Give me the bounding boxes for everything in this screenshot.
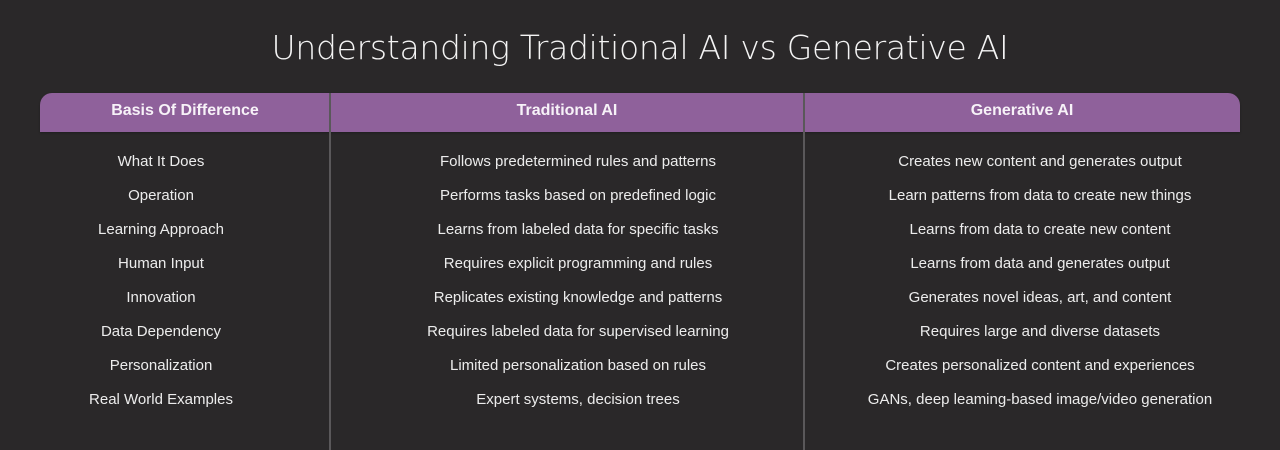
traditional-cell: Performs tasks based on predefined logic [440,187,716,204]
generative-cell: Creates new content and generates output [898,153,1182,170]
basis-cell: Operation [128,187,194,204]
table-header: Basis Of Difference Traditional AI Gener… [40,93,1240,132]
page-title: Understanding Traditional AI vs Generati… [271,28,1009,67]
generative-cell: Learns from data to create new content [909,221,1171,238]
basis-cell: Personalization [109,357,213,374]
header-basis: Basis Of Difference [111,102,259,119]
column-generative-ai: Creates new content and generates output… [805,150,1275,422]
header-traditional-ai: Traditional AI [516,102,618,119]
traditional-cell: Replicates existing knowledge and patter… [433,289,723,306]
header-generative-ai: Generative AI [970,102,1074,119]
generative-cell: Requires large and diverse datasets [919,323,1161,340]
traditional-cell: Requires labeled data for supervised lea… [427,323,729,340]
column-divider [329,93,331,450]
basis-cell: Human Input [118,255,204,272]
column-traditional-ai: Follows predetermined rules and patterns… [331,150,825,422]
traditional-cell: Expert systems, decision trees [476,391,680,408]
basis-cell: Real World Examples [89,391,233,408]
generative-cell: Creates personalized content and experie… [885,357,1195,374]
traditional-cell: Limited personalization based on rules [450,357,706,374]
column-divider [803,93,805,450]
basis-cell: What It Does [117,153,205,170]
traditional-cell: Learns from labeled data for specific ta… [437,221,719,238]
traditional-cell: Follows predetermined rules and patterns [440,153,716,170]
generative-cell: Generates novel ideas, art, and content [908,289,1172,306]
basis-cell: Learning Approach [98,221,224,238]
column-basis: What It Does Operation Learning Approach… [40,150,282,422]
generative-cell: Learn patterns from data to create new t… [888,187,1192,204]
generative-cell: Learns from data and generates output [910,255,1170,272]
generative-cell: GANs, deep leaming-based image/video gen… [867,391,1213,408]
basis-cell: Innovation [126,289,196,306]
basis-cell: Data Dependency [100,323,222,340]
traditional-cell: Requires explicit programming and rules [443,255,713,272]
